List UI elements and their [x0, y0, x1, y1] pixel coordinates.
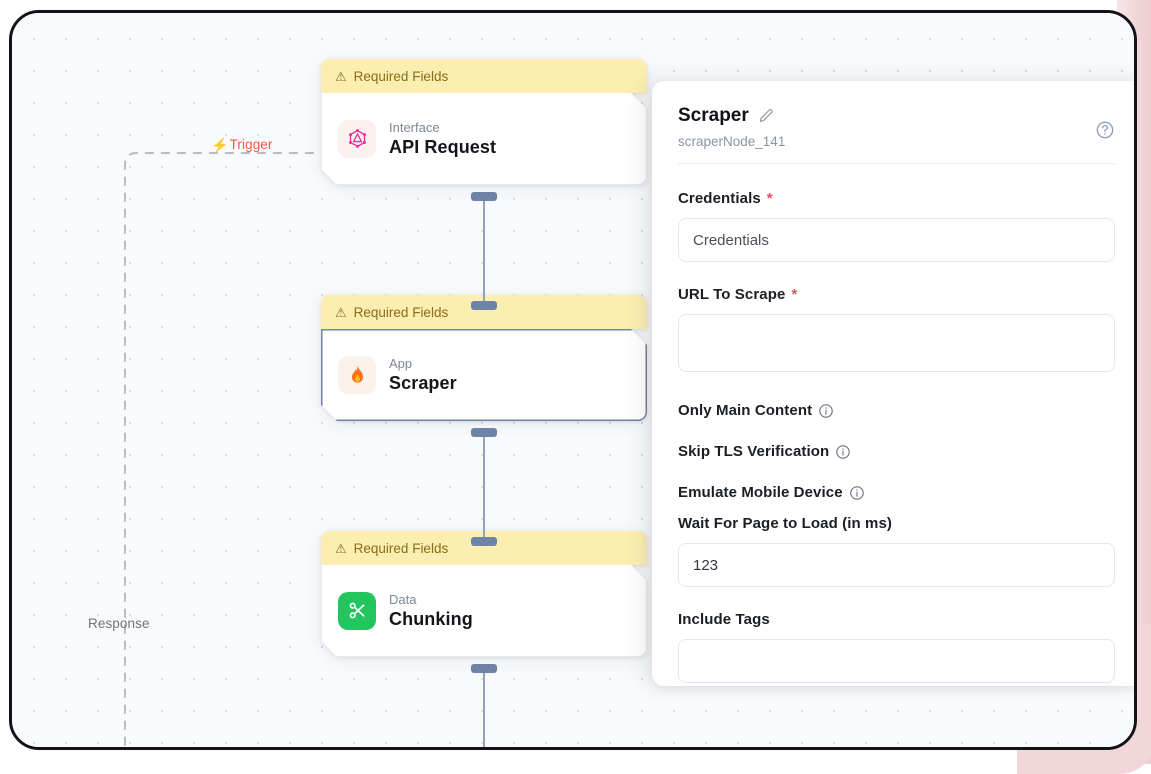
warning-triangle-icon: ⚠: [335, 542, 347, 555]
node-body-chunking[interactable]: Data Chunking: [321, 565, 647, 657]
node-details-panel: Scraper scraperNode_141: [652, 81, 1137, 686]
node-title-label: Scraper: [389, 373, 457, 394]
edge-label-response: Response: [88, 616, 150, 631]
node-kind-label: App: [389, 356, 457, 371]
node-kind-label: Interface: [389, 120, 496, 135]
field-credentials: Credentials * Credentials: [652, 190, 1137, 262]
warning-triangle-icon: ⚠: [335, 70, 347, 83]
field-label-wait-for-page-to-load: Wait For Page to Load (in ms): [678, 515, 1115, 532]
credentials-select[interactable]: Credentials: [678, 218, 1115, 262]
field-label-emulate-mobile-device: Emulate Mobile Device: [678, 484, 865, 501]
field-include-tags: Include Tags: [652, 611, 1137, 683]
field-label-url-to-scrape: URL To Scrape *: [678, 286, 1115, 303]
node-body-scraper[interactable]: App Scraper: [321, 329, 647, 421]
connector-line-scraper-to-chunking: [483, 432, 485, 542]
info-circle-icon[interactable]: [835, 444, 851, 460]
handle-scraper-input[interactable]: [471, 301, 497, 310]
handle-api-request-output[interactable]: [471, 192, 497, 201]
field-label-only-main-content: Only Main Content: [678, 402, 834, 419]
node-chunking[interactable]: ⚠ Required Fields Data Chunking: [321, 531, 647, 657]
field-only-main-content[interactable]: Only Main Content: [652, 390, 1137, 431]
spacer: [652, 587, 1137, 611]
field-wait-for-page-to-load: Wait For Page to Load (in ms) 123: [652, 515, 1137, 587]
info-circle-icon[interactable]: [818, 403, 834, 419]
required-marker: *: [791, 286, 797, 303]
edge-label-trigger-text: Trigger: [230, 137, 273, 152]
app-frame: ⚡ Trigger Response ⚠ Required Fields: [9, 10, 1137, 750]
panel-header: Scraper scraperNode_141: [652, 81, 1137, 163]
edge-label-response-text: Response: [88, 616, 150, 631]
node-kind-label: Data: [389, 592, 473, 607]
field-label-include-tags: Include Tags: [678, 611, 1115, 628]
node-title-label: API Request: [389, 137, 496, 158]
handle-scraper-output[interactable]: [471, 428, 497, 437]
node-banner-label: Required Fields: [354, 541, 449, 556]
wait-for-page-to-load-input[interactable]: 123: [678, 543, 1115, 587]
lightning-bolt-icon: ⚡: [211, 138, 229, 152]
handle-chunking-output[interactable]: [471, 664, 497, 673]
panel-form: Credentials * Credentials URL To Scrape …: [652, 164, 1137, 683]
node-banner-api-request: ⚠ Required Fields: [321, 59, 647, 93]
graphql-hexagon-icon: [338, 120, 376, 158]
node-title-label: Chunking: [389, 609, 473, 630]
node-banner-label: Required Fields: [354, 69, 449, 84]
field-label-text: Emulate Mobile Device: [678, 484, 843, 501]
handle-chunking-input[interactable]: [471, 537, 497, 546]
connector-line-chunking-out: [483, 668, 485, 750]
panel-title-row: Scraper: [678, 105, 1115, 127]
field-emulate-mobile-device[interactable]: Emulate Mobile Device: [652, 472, 1137, 513]
node-body-api-request[interactable]: Interface API Request: [321, 93, 647, 185]
field-label-text: Credentials: [678, 190, 761, 207]
page-title: Scraper: [678, 105, 749, 127]
field-label-text: Skip TLS Verification: [678, 443, 829, 460]
warning-triangle-icon: ⚠: [335, 306, 347, 319]
field-label-text: Include Tags: [678, 611, 770, 628]
field-label-text: Wait For Page to Load (in ms): [678, 515, 892, 532]
node-banner-label: Required Fields: [354, 305, 449, 320]
include-tags-input[interactable]: [678, 639, 1115, 683]
url-to-scrape-input[interactable]: [678, 314, 1115, 372]
flame-icon: [338, 356, 376, 394]
info-circle-icon[interactable]: [849, 485, 865, 501]
node-scraper[interactable]: ⚠ Required Fields App Scraper: [321, 295, 647, 421]
spacer: [652, 372, 1137, 390]
pencil-icon[interactable]: [758, 108, 774, 124]
field-url-to-scrape: URL To Scrape *: [652, 286, 1137, 372]
edge-label-trigger: ⚡ Trigger: [211, 137, 273, 152]
field-skip-tls-verification[interactable]: Skip TLS Verification: [652, 431, 1137, 472]
field-label-skip-tls-verification: Skip TLS Verification: [678, 443, 851, 460]
panel-node-id: scraperNode_141: [678, 134, 1115, 149]
field-label-text: Only Main Content: [678, 402, 812, 419]
field-label-text: URL To Scrape: [678, 286, 785, 303]
scissors-icon: [338, 592, 376, 630]
question-circle-icon[interactable]: [1095, 120, 1115, 140]
node-api-request[interactable]: ⚠ Required Fields: [321, 59, 647, 185]
spacer: [652, 262, 1137, 286]
required-marker: *: [767, 190, 773, 207]
connector-line-api-to-scraper: [483, 196, 485, 306]
field-label-credentials: Credentials *: [678, 190, 1115, 207]
